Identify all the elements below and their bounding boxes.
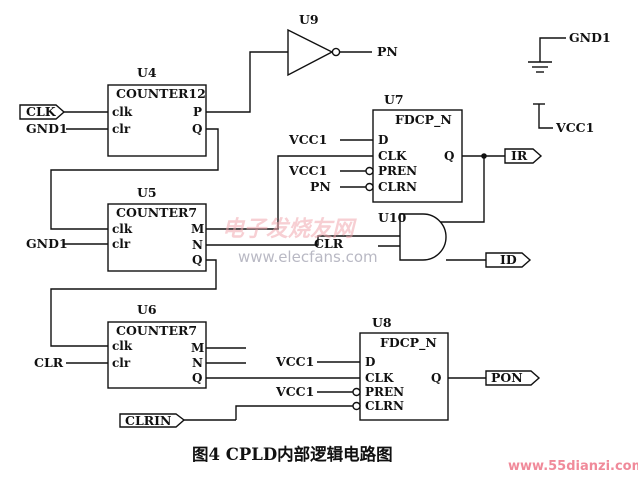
u7-clrn-bubble xyxy=(365,182,374,192)
net-clk: CLK xyxy=(26,104,57,119)
junction-dot xyxy=(481,153,487,159)
u4-ref: U4 xyxy=(137,65,157,80)
wires xyxy=(50,37,566,420)
u7-ref: U7 xyxy=(384,92,404,107)
u5-pin-n: N xyxy=(192,238,203,252)
u10-ref: U10 xyxy=(378,210,407,225)
net-pn-u7-clrn: PN xyxy=(310,179,331,194)
clk-input-port xyxy=(19,104,66,120)
u4-counter12-body xyxy=(107,84,207,157)
u8-pren-bubble xyxy=(352,387,361,397)
clrin-input-port xyxy=(119,413,186,428)
u7-pin-pren: PREN xyxy=(378,164,417,178)
net-vcc-u7-pren: VCC1 xyxy=(288,163,327,178)
net-vcc-u8-d: VCC1 xyxy=(275,354,314,369)
net-vcc-u8-pren: VCC1 xyxy=(275,384,314,399)
u8-pin-d: D xyxy=(365,355,375,369)
u5-pin-q: Q xyxy=(192,253,202,267)
u7-pin-d: D xyxy=(378,133,388,147)
u4-pin-clk: clk xyxy=(112,105,133,119)
u7-fdcp-body xyxy=(372,109,463,203)
u7-pin-q: Q xyxy=(444,149,454,163)
u6-pin-clr: clr xyxy=(112,356,131,370)
pon-output-port xyxy=(485,370,541,386)
vcc-symbol-label: VCC1 xyxy=(555,120,594,135)
net-id: ID xyxy=(500,252,517,267)
u7-pin-clk: CLK xyxy=(378,149,407,163)
u8-ref: U8 xyxy=(372,315,392,330)
net-ir: IR xyxy=(511,148,528,163)
nand-gate-u10 xyxy=(399,213,447,261)
net-clrin: CLRIN xyxy=(125,413,171,428)
watermark-cn: 电子发烧友网 xyxy=(222,216,357,242)
u6-pin-clk: clk xyxy=(112,339,133,353)
u4-pin-p: P xyxy=(193,105,202,119)
u4-pin-clr: clr xyxy=(112,122,131,136)
id-output-port xyxy=(485,252,532,268)
u8-type: FDCP_N xyxy=(380,335,437,351)
u7-pin-clrn: CLRN xyxy=(378,180,417,194)
net-clr-u6: CLR xyxy=(34,355,64,370)
u5-pin-m: M xyxy=(191,222,204,236)
u7-type: FDCP_N xyxy=(395,112,452,128)
u5-ref: U5 xyxy=(137,185,157,200)
figure-caption: 图4 CPLD内部逻辑电路图 xyxy=(192,444,393,464)
net-pon: PON xyxy=(491,370,523,385)
u5-type: COUNTER7 xyxy=(116,205,197,220)
site-watermark: www.55dianzi.com xyxy=(508,459,638,474)
u5-pin-clr: clr xyxy=(112,237,131,251)
u8-pin-pren: PREN xyxy=(365,385,404,399)
net-gnd-u4: GND1 xyxy=(26,121,68,136)
net-vcc-u7-d: VCC1 xyxy=(288,132,327,147)
gnd-symbol-label: GND1 xyxy=(569,30,611,45)
net-clr-u10: CLR xyxy=(314,236,344,251)
u5-pin-clk: clk xyxy=(112,222,133,236)
u8-pin-q: Q xyxy=(431,371,441,385)
u8-pin-clrn: CLRN xyxy=(365,399,404,413)
u4-type: COUNTER12 xyxy=(116,86,206,101)
net-gnd-u5: GND1 xyxy=(26,236,68,251)
u9-ref: U9 xyxy=(299,12,319,27)
u8-fdcp-body xyxy=(359,332,449,421)
inverter-u9 xyxy=(287,28,341,77)
watermark-url: www.elecfans.com xyxy=(238,248,378,266)
u6-type: COUNTER7 xyxy=(116,323,197,338)
u5-counter7-body xyxy=(107,203,207,272)
ir-output-port xyxy=(504,148,543,164)
u6-pin-q: Q xyxy=(192,371,202,385)
u6-counter7-body xyxy=(107,321,207,389)
u8-clrn-bubble xyxy=(352,401,361,411)
u6-ref: U6 xyxy=(137,302,157,317)
u4-pin-q: Q xyxy=(192,122,202,136)
u6-pin-n: N xyxy=(192,356,203,370)
u8-pin-clk: CLK xyxy=(365,371,394,385)
u7-pren-bubble xyxy=(365,166,374,176)
u6-pin-m: M xyxy=(191,341,204,355)
net-pn-out: PN xyxy=(377,44,398,59)
